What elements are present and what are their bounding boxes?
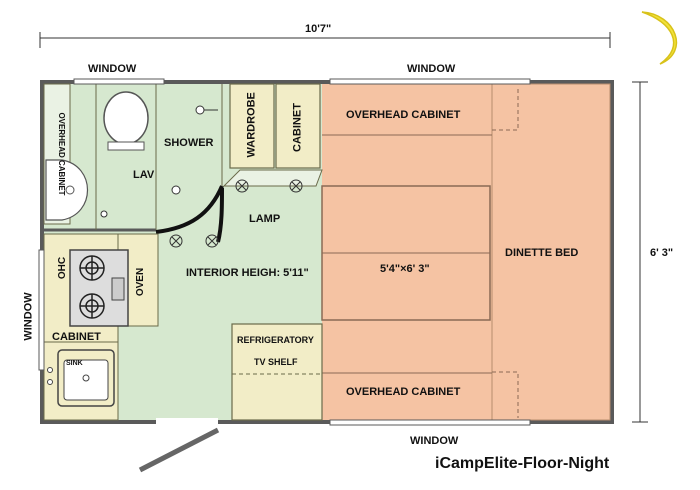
- lav-label: LAV: [133, 169, 155, 181]
- window-bottom: [329, 419, 531, 426]
- window-left: [38, 249, 45, 371]
- cabinet-top-label: CABINET: [291, 103, 304, 152]
- overhead-cabinet-bottom-label: OVERHEAD CABINET: [346, 386, 461, 398]
- dinette-bed-label: DINETTE BED: [505, 247, 579, 259]
- window-top-left-label: WINDOW: [88, 63, 137, 75]
- refrigeratory-label: REFRIGERATORY: [237, 335, 314, 345]
- window-bottom-label: WINDOW: [410, 435, 459, 447]
- lamp-shelf: [222, 169, 323, 187]
- height-dimension-label: 6' 3": [650, 247, 674, 259]
- width-dimension-line: [39, 32, 611, 48]
- interior-height-label: INTERIOR HEIGH: 5'11": [186, 267, 309, 279]
- overhead-cabinet-left-label: OVERHEAD CABINET: [57, 112, 66, 196]
- door-opening: [156, 418, 218, 424]
- lamp-icon: [169, 179, 303, 248]
- lamp-label: LAMP: [249, 213, 281, 225]
- width-dimension-label: 10'7": [305, 23, 332, 35]
- window-top-left: [73, 78, 165, 85]
- toilet-icon: [103, 91, 149, 151]
- shower-partition: [155, 185, 224, 234]
- shower-label: SHOWER: [164, 137, 214, 149]
- window-left-label: WINDOW: [22, 292, 35, 341]
- refrigeratory: [231, 323, 323, 421]
- cabinet-kitchen-label: CABINET: [52, 331, 101, 343]
- sink-label: SINK: [66, 360, 83, 367]
- height-dimension-line: [632, 81, 648, 423]
- wardrobe-label: WARDROBE: [245, 92, 258, 158]
- stove-burner-icon: [79, 255, 105, 319]
- dinette-bed-area: [491, 83, 611, 421]
- wardrobe: [229, 83, 275, 169]
- bed-size-label: 5'4"×6' 3": [380, 263, 430, 275]
- sink-icon: [57, 349, 115, 407]
- floor-plan-caption: iCampElite-Floor-Night: [435, 455, 610, 472]
- top-cabinet: [275, 83, 321, 169]
- overhead-cabinet-top-label: OVERHEAD CABINET: [346, 109, 461, 121]
- moon-icon: [641, 11, 678, 65]
- oven-label: OVEN: [135, 267, 146, 297]
- window-top-right: [329, 78, 531, 85]
- tv-shelf-label: TV SHELF: [254, 357, 298, 367]
- door: [138, 427, 220, 473]
- ohc-label: OHC: [57, 256, 68, 280]
- window-top-right-label: WINDOW: [407, 63, 456, 75]
- shower-head-icon: [195, 105, 218, 115]
- lav-sink-icon: [45, 159, 88, 221]
- shower-drain-icon: [171, 185, 181, 195]
